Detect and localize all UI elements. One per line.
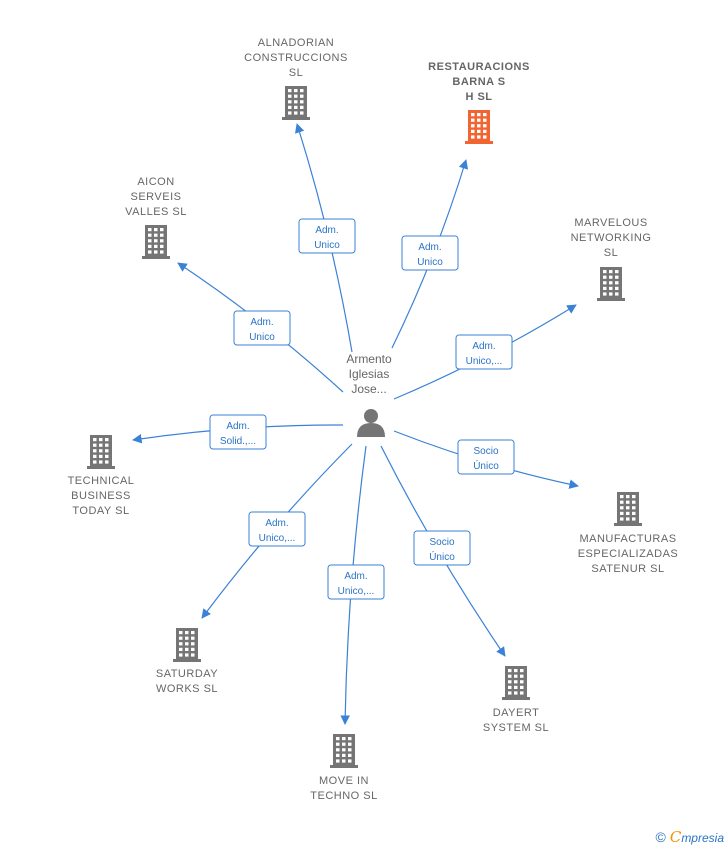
company-name-line: MOVE IN <box>319 775 369 787</box>
company-name-line: NETWORKING <box>571 232 652 244</box>
building-icon <box>465 110 493 144</box>
role-text: Adm. <box>418 242 441 253</box>
role-badge-box <box>209 414 267 450</box>
role-text: Unico <box>417 257 443 268</box>
company-name-line: SL <box>289 67 303 79</box>
building-icon <box>142 225 170 259</box>
role-text: Único <box>473 459 499 472</box>
role-text: Único <box>429 550 455 563</box>
person-name-line: Iglesias <box>349 367 390 381</box>
company-name-line: TECHNICAL <box>68 475 135 487</box>
footer-brand: ©Cmpresia <box>656 828 725 846</box>
company-name-line: VALLES SL <box>125 206 187 218</box>
company-node-technical[interactable]: TECHNICAL BUSINESS TODAY SL <box>68 435 135 517</box>
role-text: Unico,... <box>338 586 375 597</box>
role-text: Socio <box>473 446 498 457</box>
role-badge-aicon[interactable]: Adm. Unico <box>233 310 291 346</box>
role-badge-saturday[interactable]: Adm. Unico,... <box>248 511 306 547</box>
building-icon <box>597 267 625 301</box>
role-badge-marvelous[interactable]: Adm. Unico,... <box>455 334 513 370</box>
person-name-line: Jose... <box>351 382 386 396</box>
company-name-line: AICON <box>137 176 174 188</box>
role-badge-alnadorian[interactable]: Adm. Unico <box>298 218 356 254</box>
company-name-line: BARNA S <box>452 76 505 88</box>
brand-initial: C <box>669 828 682 846</box>
copyright-symbol: © <box>655 829 666 845</box>
role-text: Adm. <box>315 225 338 236</box>
center-person-node[interactable]: ArmentoIglesiasJose... <box>346 352 392 437</box>
company-name-line: ESPECIALIZADAS <box>578 548 679 560</box>
role-text: Adm. <box>250 317 273 328</box>
role-text: Socio <box>429 537 454 548</box>
building-icon <box>282 86 310 120</box>
company-name-line: TODAY SL <box>72 505 129 517</box>
role-text: Adm. <box>226 421 249 432</box>
company-name-line: TECHNO SL <box>310 790 377 802</box>
brand-name: mpresia <box>681 831 724 845</box>
role-badge-restauracions[interactable]: Adm. Unico <box>401 235 459 271</box>
company-node-marvelous[interactable]: MARVELOUS NETWORKING SL <box>571 217 652 301</box>
role-badge-box <box>233 310 291 346</box>
role-text: Solid.,... <box>220 436 256 447</box>
company-node-dayert[interactable]: DAYERT SYSTEM SL <box>483 666 549 734</box>
company-node-alnadorian[interactable]: ALNADORIAN CONSTRUCCIONS SL <box>244 37 348 120</box>
role-badge-box <box>401 235 459 271</box>
company-node-saturday[interactable]: SATURDAY WORKS SL <box>156 628 218 695</box>
company-name-line: MARVELOUS <box>574 217 647 229</box>
role-text: Adm. <box>472 341 495 352</box>
company-name-line: MANUFACTURAS <box>579 533 676 545</box>
role-badge-box <box>298 218 356 254</box>
company-node-movein[interactable]: MOVE IN TECHNO SL <box>310 734 377 802</box>
role-badge-box <box>413 530 471 566</box>
company-name-line: SATENUR SL <box>591 563 664 575</box>
building-icon <box>87 435 115 469</box>
company-name-line: SERVEIS <box>131 191 182 203</box>
role-badge-box <box>327 564 385 600</box>
role-badge-box <box>455 334 513 370</box>
role-text: Unico <box>249 332 275 343</box>
role-text: Unico,... <box>259 533 296 544</box>
company-name-line: SL <box>604 247 618 259</box>
person-icon <box>357 409 385 437</box>
company-node-manufacturas[interactable]: MANUFACTURAS ESPECIALIZADAS SATENUR SL <box>578 492 679 575</box>
company-name-line: BUSINESS <box>71 490 131 502</box>
role-text: Adm. <box>344 571 367 582</box>
role-text: Adm. <box>265 518 288 529</box>
building-icon <box>173 628 201 662</box>
company-name-line: H SL <box>465 91 492 103</box>
building-icon <box>330 734 358 768</box>
company-name-line: WORKS SL <box>156 683 218 695</box>
company-name-line: SYSTEM SL <box>483 722 549 734</box>
role-text: Unico <box>314 240 340 251</box>
building-icon <box>614 492 642 526</box>
company-name-line: CONSTRUCCIONS <box>244 52 348 64</box>
company-name-line: DAYERT <box>493 707 540 719</box>
company-node-aicon[interactable]: AICON SERVEIS VALLES SL <box>125 176 187 259</box>
company-name-line: SATURDAY <box>156 668 218 680</box>
company-name-line: ALNADORIAN <box>258 37 335 49</box>
role-badge-box <box>457 439 515 475</box>
company-name-line: RESTAURACIONS <box>428 61 530 73</box>
role-badge-box <box>248 511 306 547</box>
person-name-line: Armento <box>346 352 392 366</box>
role-badge-technical[interactable]: Adm. Solid.,... <box>209 414 267 450</box>
building-icon <box>502 666 530 700</box>
role-badge-movein[interactable]: Adm. Unico,... <box>327 564 385 600</box>
company-node-restauracions[interactable]: RESTAURACIONS BARNA S H SL <box>428 61 530 144</box>
role-text: Unico,... <box>466 356 503 367</box>
